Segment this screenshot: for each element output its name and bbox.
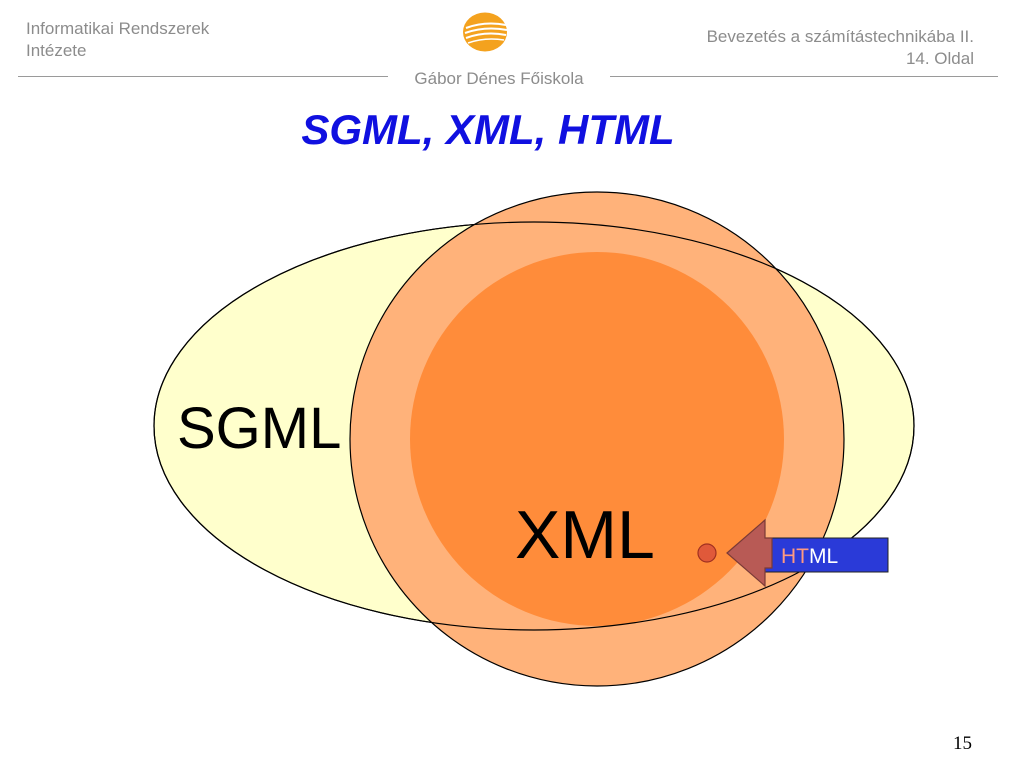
- slide-title: SGML, XML, HTML: [301, 106, 675, 153]
- header-course-title: Bevezetés a számítástechnikába II.: [706, 27, 974, 46]
- html-label-part1: HT: [781, 545, 809, 568]
- sgml-label: SGML: [177, 396, 341, 461]
- xml-label: XML: [515, 497, 655, 573]
- header-college-name: Gábor Dénes Főiskola: [414, 69, 584, 88]
- header-institute-line2: Intézete: [26, 41, 87, 60]
- header-rule-left: [18, 76, 388, 77]
- college-logo-icon: [463, 12, 508, 52]
- html-dot: [697, 543, 717, 563]
- html-label: HTML: [781, 545, 838, 568]
- header-rule-right: [610, 76, 998, 77]
- html-arrow: [726, 518, 773, 588]
- xml-circle-inner: [410, 252, 784, 626]
- html-label-part2: ML: [809, 545, 838, 568]
- page-number: 15: [953, 733, 972, 754]
- header-course: Bevezetés a számítástechnikába II. 14. O…: [554, 26, 974, 70]
- sgml-ellipse-outline: [153, 221, 915, 631]
- header-page-label: 14. Oldal: [905, 49, 974, 68]
- header-institute: Informatikai Rendszerek Intézete: [26, 18, 209, 62]
- header-institute-line1: Informatikai Rendszerek: [26, 19, 210, 38]
- html-label-box: [759, 537, 889, 573]
